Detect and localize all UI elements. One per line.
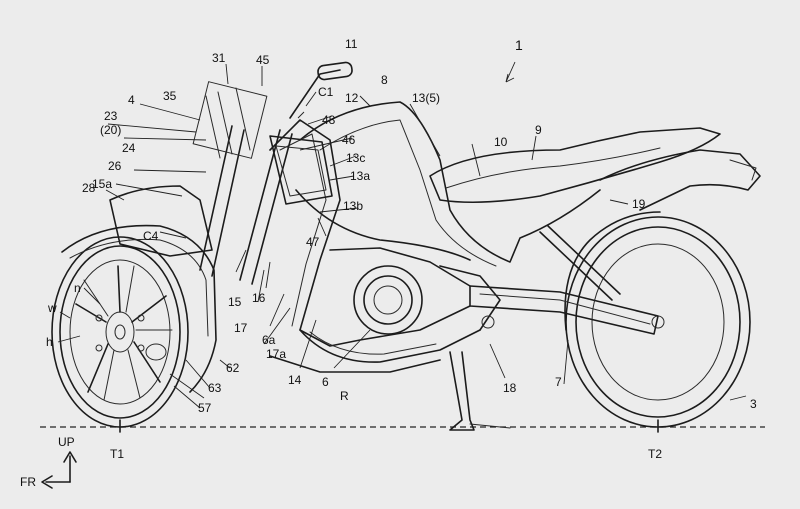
label-1: 1	[515, 37, 523, 53]
label-57: 57	[198, 401, 212, 415]
label-n: n	[74, 281, 81, 295]
main-frame	[269, 119, 471, 347]
label-17: 17	[234, 321, 248, 335]
label-18: 18	[503, 381, 517, 395]
body-cover	[299, 101, 601, 263]
label-13-5: 13(5)	[412, 91, 440, 105]
label-31: 31	[212, 51, 226, 65]
swing-arm	[469, 285, 659, 335]
tail	[599, 149, 761, 211]
label-7: 7	[555, 375, 562, 389]
label-c4: C4	[143, 229, 159, 243]
front-wheel	[51, 236, 189, 428]
label-14: 14	[288, 373, 302, 387]
label-13c: 13c	[346, 151, 365, 165]
label-r: R	[340, 389, 349, 403]
label-20: (20)	[100, 123, 121, 137]
label-13b: 13b	[343, 199, 363, 213]
label-13a: 13a	[350, 169, 370, 183]
rear-wheel	[564, 211, 751, 428]
label-19: 19	[632, 197, 646, 211]
label-w: w	[47, 301, 57, 315]
engine	[299, 265, 501, 363]
label-10: 10	[494, 135, 508, 149]
seat	[429, 127, 721, 204]
label-63: 63	[208, 381, 222, 395]
instrument-panel	[269, 135, 333, 205]
label-35: 35	[163, 89, 177, 103]
label-62: 62	[226, 361, 240, 375]
label-28: 28	[82, 181, 96, 195]
label-fr: FR	[20, 475, 36, 489]
rear-shock	[539, 225, 621, 301]
label-t2: T2	[648, 447, 662, 461]
label-3: 3	[750, 397, 757, 411]
label-8: 8	[381, 73, 388, 87]
label-24: 24	[122, 141, 136, 155]
label-23: 23	[104, 109, 118, 123]
label-16: 16	[252, 291, 266, 305]
label-11: 11	[345, 37, 358, 51]
label-h: h	[46, 335, 53, 349]
center-stand	[449, 351, 475, 431]
lower-cover	[269, 355, 441, 373]
front-fork	[199, 125, 245, 277]
label-47: 47	[306, 235, 320, 249]
direction-indicator	[41, 451, 77, 489]
front-cowl	[109, 185, 213, 257]
label-15: 15	[228, 295, 242, 309]
label-up: UP	[58, 435, 75, 449]
label-6: 6	[322, 375, 329, 389]
label-4: 4	[128, 93, 135, 107]
handlebar	[289, 69, 341, 119]
label-9: 9	[535, 123, 542, 137]
label-45: 45	[256, 53, 270, 67]
label-15a: 15a	[92, 177, 112, 191]
label-46: 46	[342, 133, 356, 147]
label-12: 12	[345, 91, 359, 105]
front-fender	[61, 224, 217, 393]
label-17a: 17a	[266, 347, 286, 361]
label-6a: 6a	[262, 333, 276, 347]
label-48: 48	[322, 113, 336, 127]
label-26: 26	[108, 159, 122, 173]
label-c1: C1	[318, 85, 334, 99]
label-t1: T1	[110, 447, 124, 461]
